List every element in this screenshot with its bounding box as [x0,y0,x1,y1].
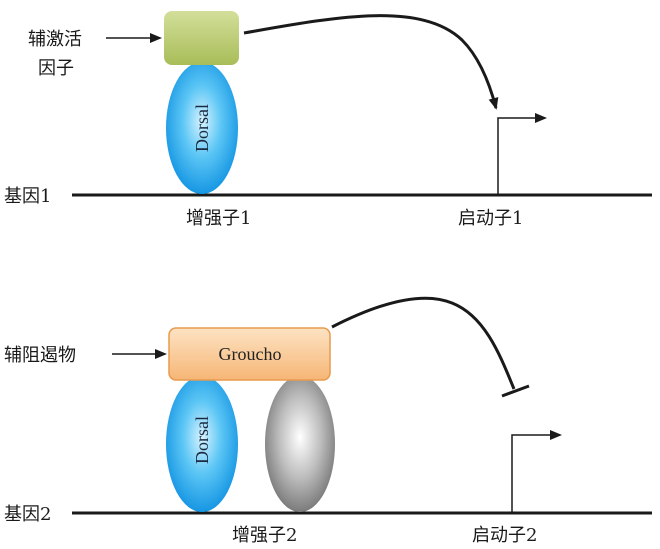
coactivator-box [164,11,239,65]
coactivator-label-line2: 因子 [38,58,74,79]
activation-arrow [243,14,499,110]
repression-curve [331,296,516,390]
promoter-2-label: 启动子2 [472,525,537,546]
dorsal-oval-1 [166,62,238,194]
repression-bar [501,384,530,398]
panel-2: 基因2 Dorsal Groucho 辅阻遏物 增强子2 启动子2 [4,296,652,546]
promoter-1-tss [497,113,547,195]
dorsal-label-2: Dorsal [192,416,212,464]
corepressor-label: 辅阻遏物 [4,345,76,366]
gene-2-label: 基因2 [4,504,51,525]
enhancer-1-label: 增强子1 [186,208,251,229]
gene-1-label: 基因1 [4,186,51,207]
dorsal-oval-2 [166,376,238,512]
groucho-label: Groucho [219,344,282,364]
panel-1: 基因1 Dorsal 辅激活 因子 增强子1 启动子1 [4,11,652,229]
promoter-1-label: 启动子1 [458,208,523,229]
dorsal-label-1: Dorsal [192,104,212,152]
coactivator-label-line1: 辅激活 [28,29,82,50]
promoter-2-tss [511,430,562,513]
unknown-protein-oval [265,376,335,512]
enhancer-2-label: 增强子2 [232,525,297,546]
groucho-box [168,327,331,381]
